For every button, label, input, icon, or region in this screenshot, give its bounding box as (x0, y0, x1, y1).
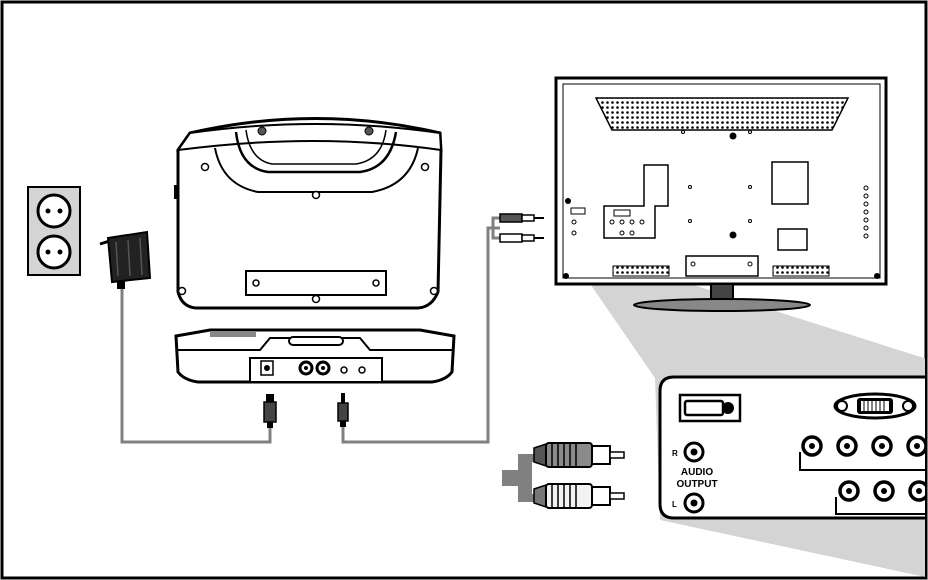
audio-jack-icon (683, 441, 705, 514)
power-adapter-icon (99, 230, 152, 289)
component-jacks-row1 (799, 435, 925, 471)
audio-output-label-line1: AUDIO (681, 467, 713, 478)
base-station-icon (174, 328, 456, 384)
dc-plug-icon (263, 394, 277, 428)
zoomed-connector-panel: R L AUDIO OUTPUT (658, 375, 925, 520)
cables (120, 216, 500, 444)
left-channel-label: L (672, 500, 677, 509)
audio-cable-split (491, 216, 500, 240)
right-channel-label: R (672, 449, 678, 458)
wall-socket-icon (27, 186, 81, 276)
power-cable (120, 282, 272, 444)
rca-plug-red (533, 442, 625, 468)
rca-plug-icon (502, 442, 625, 509)
tv-icon (554, 76, 888, 312)
speaker-icon (174, 117, 443, 310)
component-jacks-row2 (835, 480, 925, 515)
hdmi-port-icon (678, 393, 742, 423)
audio-output-label-line2: OUTPUT (676, 479, 717, 490)
rca-plug-small-icon (499, 213, 544, 243)
tv-side-jacks (863, 185, 869, 239)
vga-port-icon (833, 392, 917, 420)
audio-plug-icon (337, 393, 349, 427)
rca-plug-white (533, 483, 625, 509)
